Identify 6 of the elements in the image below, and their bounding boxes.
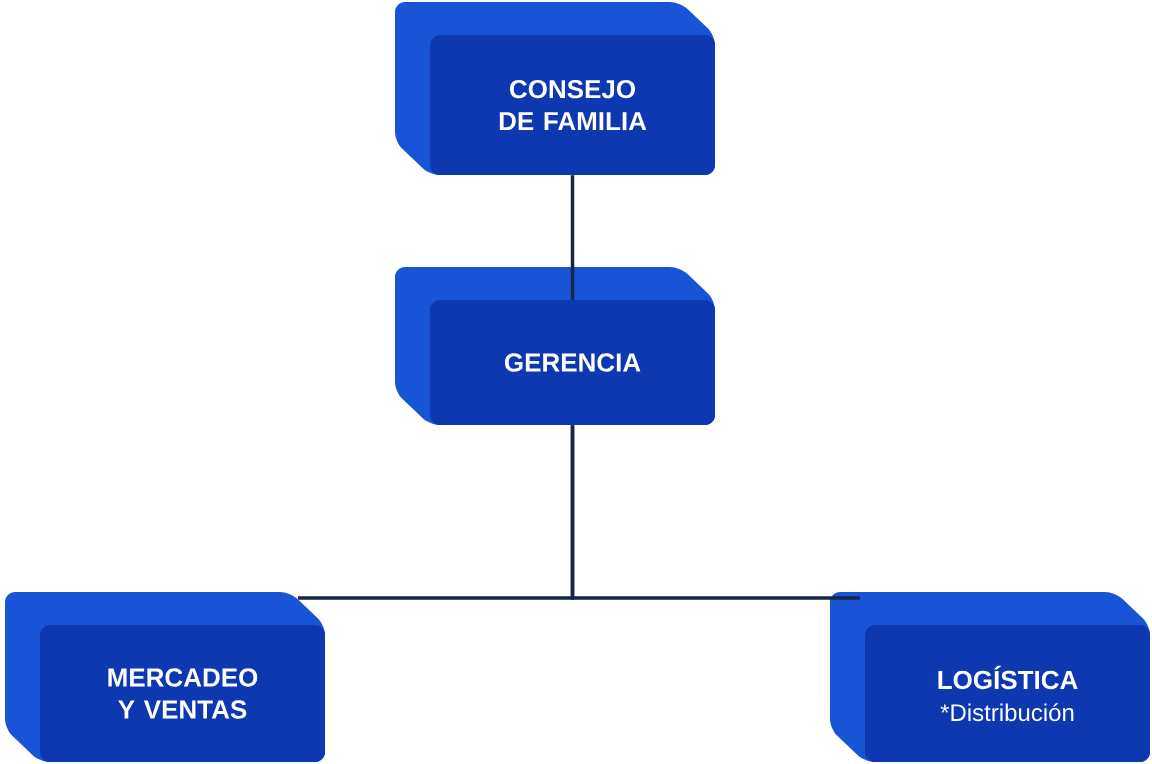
connector-line	[570, 425, 860, 600]
box-3d: LOGÍSTICA *Distribución	[830, 592, 1150, 762]
box-3d: CONSEJO DE FAMILIA	[395, 2, 715, 175]
connector-line	[570, 175, 575, 300]
box-3d: MERCADEO Y VENTAS	[5, 592, 325, 762]
box-3d: GERENCIA	[395, 267, 715, 425]
